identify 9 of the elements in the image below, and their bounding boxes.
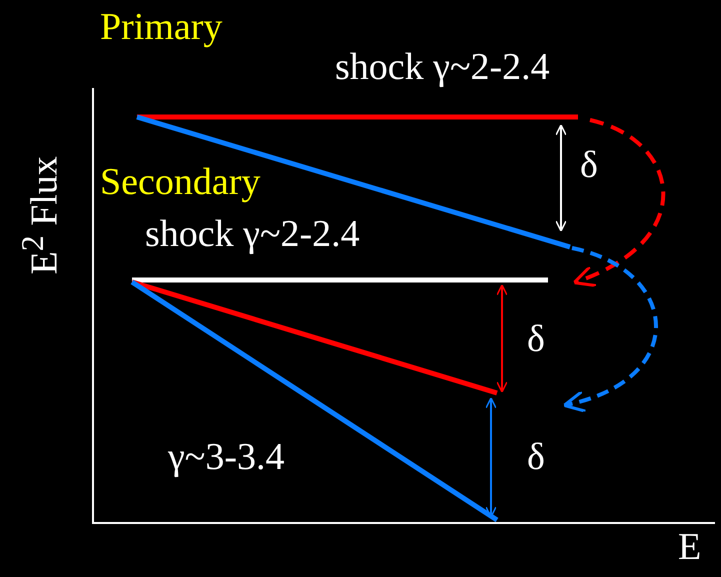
slope-label: shock γ~2-2.4 [335, 48, 550, 86]
curve-title: Primary [100, 8, 222, 46]
slope-label: shock γ~2-2.4 [145, 215, 360, 253]
curve-title: Secondary [100, 163, 260, 201]
delta-symbol: δ [580, 146, 598, 184]
delta-symbol: δ [527, 320, 545, 358]
slope-label: γ~3-3.4 [168, 438, 285, 476]
axis-label: E [678, 528, 702, 566]
delta-symbol: δ [527, 438, 545, 476]
